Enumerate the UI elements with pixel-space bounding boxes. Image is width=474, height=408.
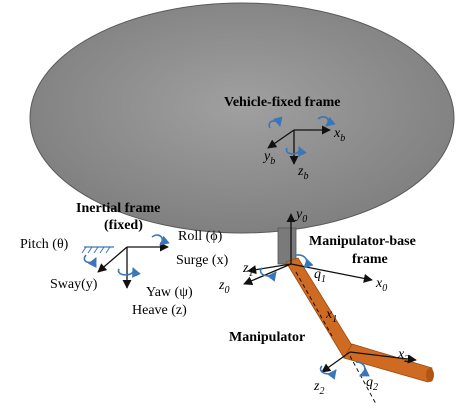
vehicle-y-axis-label: yb (262, 149, 275, 167)
joint2-rotation-icon (319, 365, 337, 380)
vehicle-axes: xb yb zb (262, 116, 345, 182)
vehicle-x-axis-label: xb (333, 126, 345, 144)
vehicle-roll-rotation-icon (317, 116, 336, 127)
inertial-axes: Roll (ϕ) Pitch (θ) Surge (x) Sway(y) Yaw… (20, 229, 229, 318)
manipulator-label: Manipulator (229, 330, 305, 345)
roll-label: Roll (ϕ) (178, 229, 223, 244)
base-axes: y0 x0 z0 (218, 207, 387, 296)
base-x-axis-label: x0 (375, 276, 387, 294)
pitch-rotation-icon (83, 254, 97, 268)
q2-label: q2 (366, 375, 378, 393)
vehicle-pitch-rotation-icon (268, 116, 283, 129)
joint1: z1 q1 x1 (242, 254, 337, 337)
base-z-axis-label: z0 (218, 278, 229, 296)
yaw-label: Yaw (ψ) (146, 285, 193, 300)
joint2: x2 z2 q2 (313, 347, 417, 405)
x2-label: x2 (397, 347, 409, 365)
manipulator-base-frame-label: Manipulator-base (309, 234, 416, 249)
manipulator-base-frame-label-2: frame (352, 252, 388, 267)
vehicle-yaw-rotation-icon (285, 146, 307, 157)
roll-rotation-icon (151, 234, 170, 246)
vehicle-frame-label: Vehicle-fixed frame (224, 95, 341, 110)
vehicle-body (29, 2, 455, 234)
z2-label: z2 (313, 379, 324, 397)
pitch-label: Pitch (θ) (20, 237, 69, 252)
sway-label: Sway(y) (50, 277, 98, 292)
surge-label: Surge (x) (176, 253, 229, 268)
q1-rotation-icon (295, 254, 314, 269)
q2-rotation-icon (355, 361, 370, 377)
yaw-rotation-icon (117, 267, 141, 278)
x1-label: x1 (325, 307, 337, 325)
base-y-axis-label: y0 (294, 207, 307, 225)
inertial-frame-fixed-label: (fixed) (104, 218, 143, 233)
z1-label: z1 (242, 261, 253, 279)
manipulator-mount (277, 227, 297, 265)
heave-label: Heave (z) (132, 303, 187, 318)
q1-label: q1 (314, 267, 326, 285)
manipulator-arm (285, 257, 434, 383)
inertial-frame-label: Inertial frame (76, 201, 160, 216)
vehicle-z-axis-label: zb (297, 164, 308, 182)
joint1-rotation-icon (259, 267, 277, 282)
